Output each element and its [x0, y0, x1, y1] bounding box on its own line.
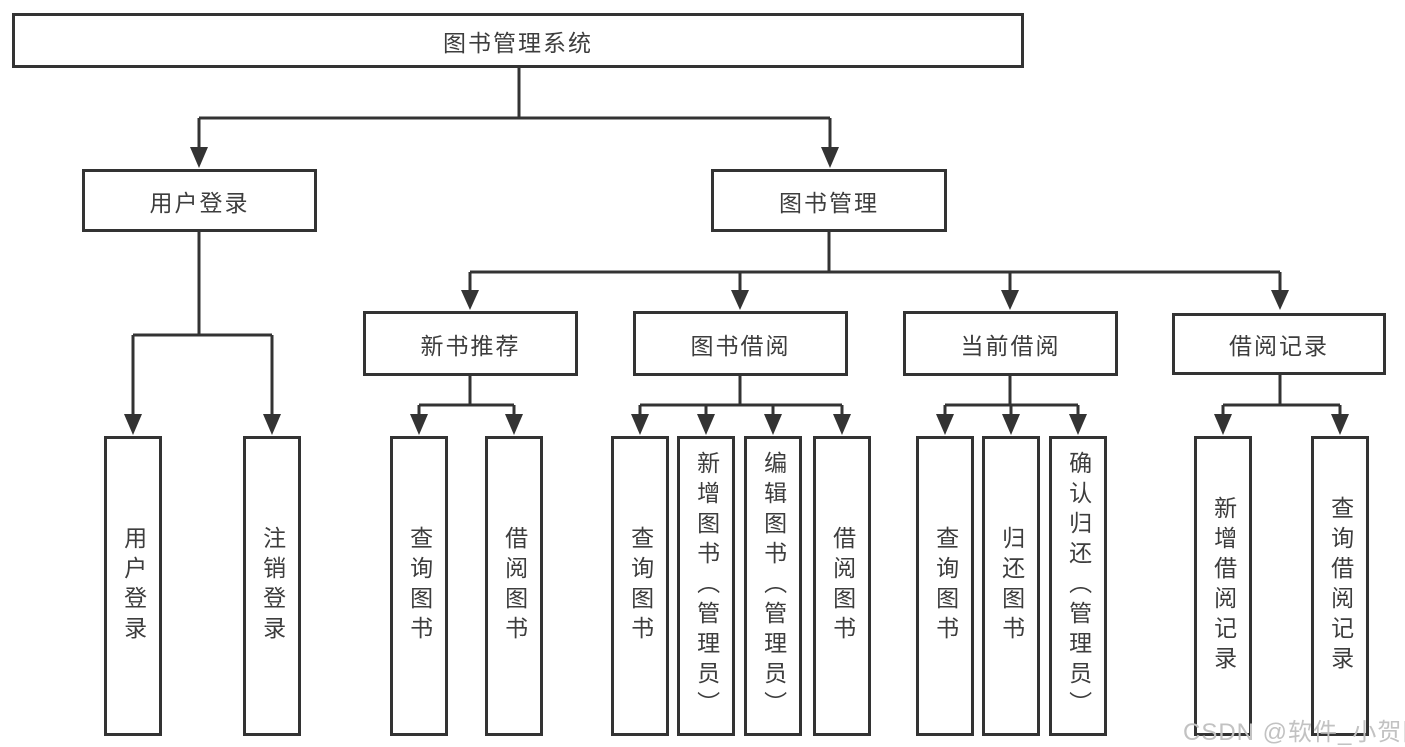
- leaf-add-books-admin: 新增图书（管理员）: [677, 436, 735, 736]
- leaf-edit-books-admin: 编辑图书（管理员）: [744, 436, 802, 736]
- node-book-management: 图书管理: [711, 169, 947, 232]
- leaf-query-books-current-label: 查询图书: [932, 526, 959, 646]
- node-current-borrow: 当前借阅: [903, 311, 1118, 376]
- leaf-query-books-borrow-label: 查询图书: [627, 526, 654, 646]
- leaf-confirm-return-admin-label: 确认归还（管理员）: [1065, 451, 1092, 721]
- node-book-management-label: 图书管理: [779, 189, 879, 216]
- node-borrow-records-label: 借阅记录: [1229, 333, 1329, 359]
- leaf-query-borrow-record: 查询借阅记录: [1311, 436, 1369, 736]
- leaf-query-books-current: 查询图书: [916, 436, 974, 736]
- leaf-user-login: 用户登录: [104, 436, 162, 736]
- leaf-borrow-books-recommend-label: 借阅图书: [501, 526, 528, 646]
- node-borrow-records: 借阅记录: [1172, 313, 1386, 375]
- node-new-book-recommend-label: 新书推荐: [420, 332, 521, 359]
- leaf-query-borrow-record-label: 查询借阅记录: [1327, 496, 1354, 676]
- leaf-borrow-books-label: 借阅图书: [829, 526, 856, 646]
- leaf-add-borrow-record-label: 新增借阅记录: [1210, 496, 1237, 676]
- node-new-book-recommend: 新书推荐: [363, 311, 578, 376]
- leaf-query-books-recommend-label: 查询图书: [406, 526, 433, 646]
- watermark: CSDN @软件_小贺同学: [1183, 719, 1405, 746]
- node-user-login: 用户登录: [82, 169, 317, 232]
- leaf-add-books-admin-label: 新增图书（管理员）: [693, 451, 720, 721]
- leaf-query-books-borrow: 查询图书: [611, 436, 669, 736]
- leaf-logout-label: 注销登录: [259, 526, 286, 646]
- node-current-borrow-label: 当前借阅: [960, 332, 1061, 359]
- leaf-query-books-recommend: 查询图书: [390, 436, 448, 736]
- leaf-logout: 注销登录: [243, 436, 301, 736]
- node-book-borrow: 图书借阅: [633, 311, 848, 376]
- leaf-return-books: 归还图书: [982, 436, 1040, 736]
- node-user-login-label: 用户登录: [149, 189, 250, 216]
- leaf-borrow-books: 借阅图书: [813, 436, 871, 736]
- leaf-confirm-return-admin: 确认归还（管理员）: [1049, 436, 1107, 736]
- leaf-return-books-label: 归还图书: [998, 526, 1025, 646]
- leaf-edit-books-admin-label: 编辑图书（管理员）: [760, 451, 787, 721]
- leaf-add-borrow-record: 新增借阅记录: [1194, 436, 1252, 736]
- node-book-borrow-label: 图书借阅: [690, 332, 791, 359]
- tree-edges: [131, 68, 1342, 417]
- node-root-label: 图书管理系统: [443, 29, 593, 56]
- arrowheads: [124, 147, 1349, 435]
- leaf-borrow-books-recommend: 借阅图书: [485, 436, 543, 736]
- node-root: 图书管理系统: [12, 13, 1024, 68]
- leaf-user-login-label: 用户登录: [120, 526, 147, 646]
